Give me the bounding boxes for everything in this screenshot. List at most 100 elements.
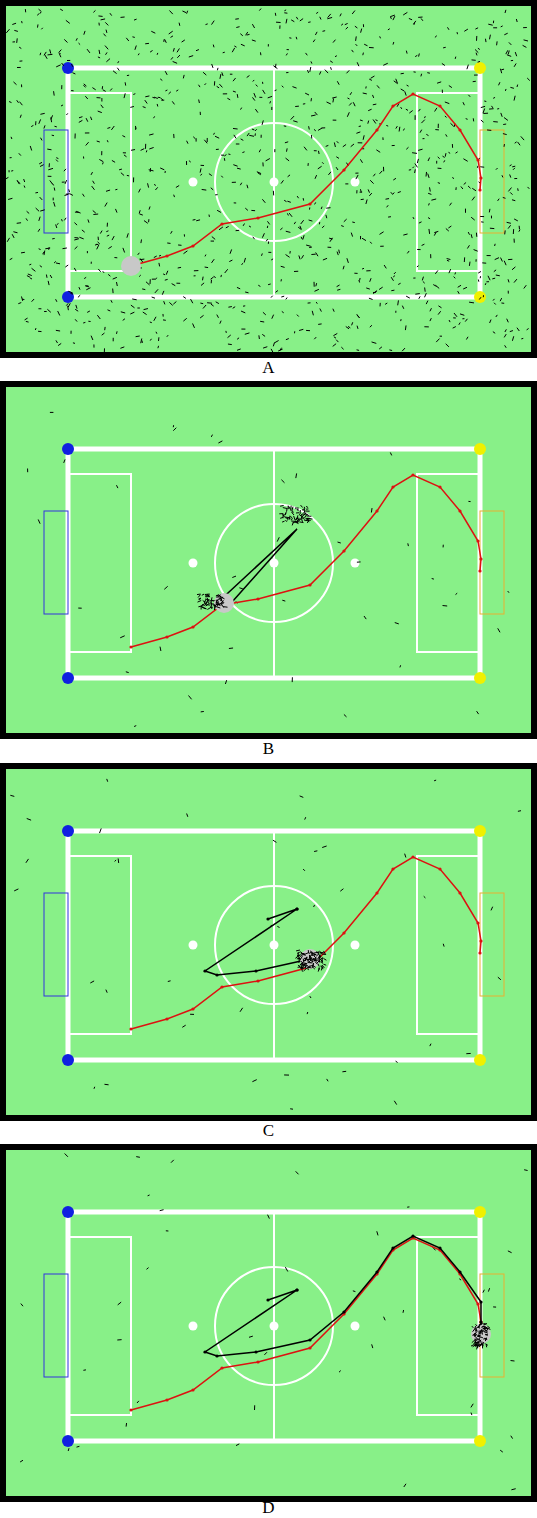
particle — [303, 235, 304, 239]
particle — [312, 311, 313, 315]
particle — [388, 216, 391, 217]
particle — [371, 76, 375, 78]
particle — [445, 153, 447, 157]
particle — [407, 1206, 409, 1207]
particle — [298, 227, 301, 229]
particle — [339, 1371, 341, 1373]
particle — [260, 321, 264, 323]
particle — [121, 173, 124, 176]
particle — [252, 40, 256, 41]
estimate-path — [205, 909, 310, 975]
particle — [241, 108, 242, 110]
particle — [160, 647, 162, 651]
particle — [460, 314, 464, 315]
particle — [139, 214, 142, 215]
particle — [173, 61, 177, 63]
particle — [75, 309, 78, 311]
particle — [196, 219, 200, 221]
particle — [292, 507, 293, 512]
particle — [255, 129, 256, 131]
particle — [26, 218, 27, 220]
particle — [445, 116, 447, 117]
particle — [74, 239, 79, 240]
particle — [318, 968, 319, 972]
particle — [358, 142, 363, 143]
particle — [125, 82, 127, 85]
particle — [79, 237, 83, 239]
particle — [207, 302, 212, 303]
particle — [179, 23, 181, 26]
path-point — [342, 1310, 345, 1313]
particle — [455, 57, 457, 59]
particle — [275, 89, 277, 91]
particle — [84, 84, 87, 86]
particle — [428, 203, 430, 205]
particle — [296, 1171, 299, 1174]
particle — [347, 70, 350, 73]
particle — [279, 25, 280, 28]
particle — [105, 46, 108, 50]
particle — [343, 266, 344, 269]
particle — [296, 518, 298, 521]
particle — [438, 157, 440, 159]
particle — [355, 26, 358, 28]
particle — [436, 161, 437, 164]
particle — [467, 65, 468, 70]
particle — [40, 165, 44, 167]
particle — [316, 952, 319, 954]
particle — [201, 283, 204, 286]
particle — [221, 155, 224, 156]
particle — [318, 166, 322, 169]
particle — [165, 71, 167, 75]
particle — [517, 188, 519, 191]
particle — [458, 285, 461, 287]
particle — [452, 144, 453, 148]
particle — [83, 156, 84, 158]
particle — [138, 253, 140, 255]
path-point — [438, 1246, 441, 1249]
particle — [245, 292, 248, 294]
particle — [146, 150, 148, 152]
particle — [160, 1209, 164, 1211]
particle — [308, 21, 310, 22]
particle — [246, 32, 248, 35]
particle — [88, 321, 90, 322]
particle — [106, 990, 107, 993]
particle — [173, 134, 174, 138]
particle — [225, 269, 228, 273]
particle — [404, 1484, 406, 1487]
particle — [428, 174, 429, 178]
particle — [313, 905, 315, 907]
particle — [508, 279, 510, 282]
particle — [427, 72, 430, 74]
path-point — [391, 485, 394, 488]
particle — [337, 289, 340, 291]
particle — [117, 68, 119, 71]
particle — [44, 311, 47, 312]
particle — [447, 258, 451, 260]
particle — [380, 171, 383, 174]
particle — [68, 291, 72, 293]
particle — [207, 598, 209, 602]
particle — [61, 105, 63, 106]
particle — [348, 326, 350, 328]
particle — [70, 194, 73, 196]
particle — [199, 598, 201, 600]
particle — [234, 135, 236, 139]
particle — [414, 71, 416, 72]
particle — [123, 152, 126, 153]
particle — [86, 118, 88, 122]
particle — [284, 9, 286, 11]
particle — [391, 193, 393, 194]
particle — [369, 298, 373, 299]
particle — [285, 1267, 287, 1271]
particle — [375, 119, 377, 121]
particle — [106, 230, 108, 232]
particle — [79, 43, 81, 45]
particle — [294, 516, 296, 520]
particle — [471, 1344, 474, 1346]
particle — [287, 519, 289, 521]
particle — [98, 23, 99, 26]
path-point — [295, 1288, 298, 1291]
particle — [423, 138, 425, 139]
